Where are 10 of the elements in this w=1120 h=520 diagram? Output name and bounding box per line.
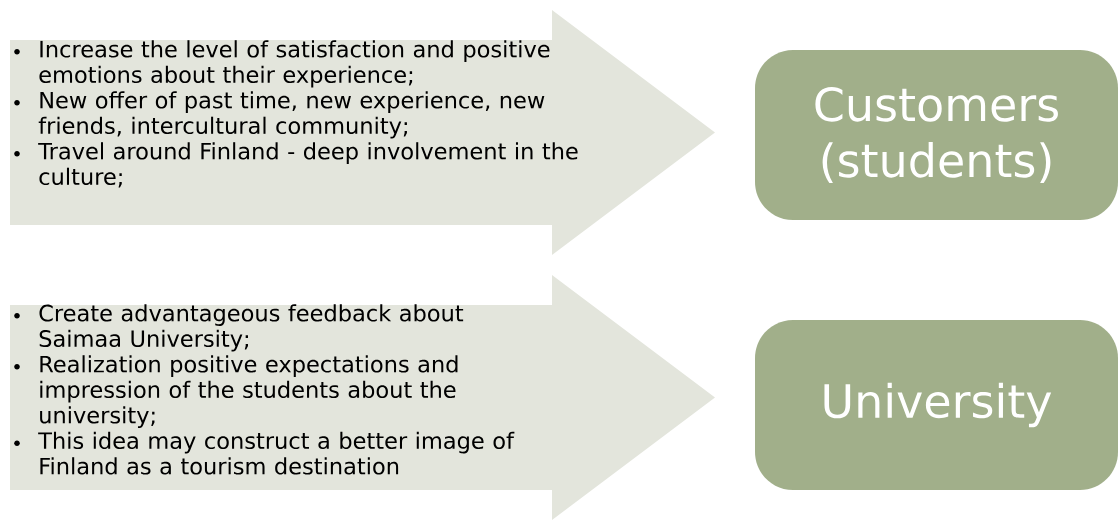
bullet-item: Travel around Finland - deep involvement in the culture; [14, 142, 578, 188]
bullet-item: New offer of past time, new experience, new friends, intercultural community; [14, 91, 545, 139]
bullet-item: Realization positive expectations and impression of the students about the university; [14, 355, 458, 428]
arrow-shape [10, 275, 715, 520]
rounded-box: Customers (students) [755, 50, 1118, 220]
bullet-item: Create advantageous feedback about Saimaa University; [14, 304, 464, 352]
rounded-box: University [755, 320, 1118, 490]
bullet-item: Increase the level of satisfaction and positive emotions about their experience; [14, 40, 550, 88]
bullet-item: This idea may construct a better image of Finland as a tourism destination [14, 431, 515, 475]
arrow-shape [10, 10, 715, 255]
